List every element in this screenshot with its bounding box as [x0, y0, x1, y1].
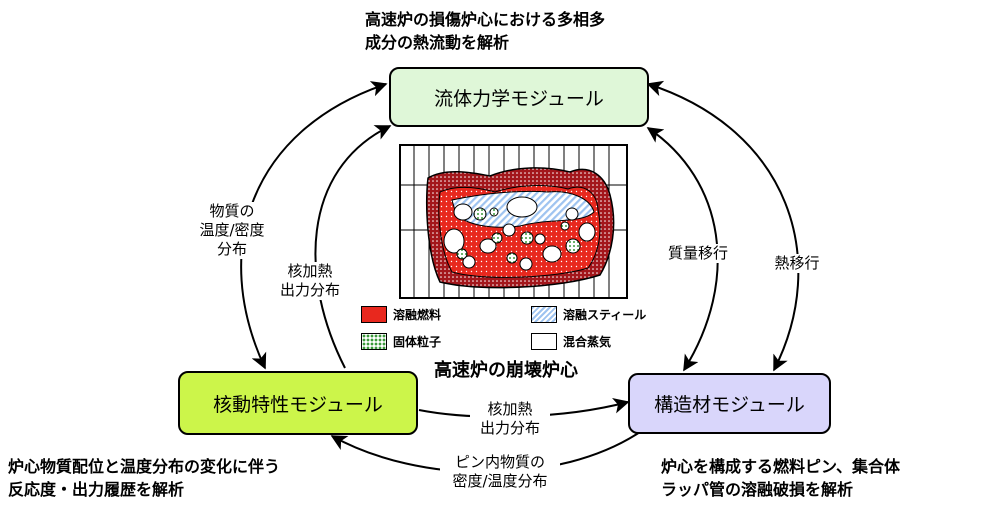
- legend-mixed-vapor-label: 混合蒸気: [563, 335, 612, 349]
- core-caption: 高速炉の崩壊炉心: [434, 360, 578, 381]
- mixed-vapor-swatch: [531, 333, 557, 350]
- label-material-line-2: 温度/密度: [199, 221, 265, 239]
- kinetics-module-label: 核動特性モジュール: [213, 393, 383, 416]
- label-pin-material: ピン内物質の 密度/温度分布: [440, 453, 560, 491]
- label-heat-transfer: 熱移行: [762, 254, 832, 273]
- arrow-fluid-structure-outer: [646, 80, 800, 372]
- label-heat-transfer-text: 熱移行: [774, 254, 820, 272]
- legend-solid-particles: 固体粒子: [361, 333, 441, 350]
- legend-molten-steel-label: 溶融スティール: [563, 308, 647, 322]
- structure-description-line-1: 炉心を構成する燃料ピン、集合体: [661, 457, 901, 476]
- molten-steel-swatch: [531, 306, 557, 323]
- label-pin-line-2: 密度/温度分布: [452, 472, 548, 490]
- kinetics-module: 核動特性モジュール: [178, 371, 418, 435]
- arrow-kinetics-to-fluid: [314, 125, 392, 369]
- legend-molten-steel: 溶融スティール: [531, 306, 646, 323]
- label-material-line-1: 物質の: [209, 202, 255, 220]
- label-heat-bottom-line-2: 出力分布: [479, 419, 540, 437]
- legend-molten-fuel: 溶融燃料: [361, 306, 441, 323]
- molten-fuel-swatch: [361, 306, 387, 323]
- fluid-description-line-2: 成分の熱流動を解析: [365, 33, 510, 52]
- legend-solid-particles-label: 固体粒子: [393, 335, 442, 349]
- label-nuclear-heat-bottom: 核加熱 出力分布: [470, 400, 550, 438]
- fluid-dynamics-module-label: 流体力学モジュール: [434, 87, 604, 110]
- label-mass-transfer: 質量移行: [658, 244, 738, 263]
- structure-description: 炉心を構成する燃料ピン、集合体 ラッパ管の溶融破損を解析: [661, 455, 900, 501]
- structure-description-line-2: ラッパ管の溶融破損を解析: [661, 480, 854, 499]
- kinetics-description-line-2: 反応度・出力履歴を解析: [8, 480, 185, 499]
- label-material-line-3: 分布: [216, 240, 247, 258]
- fluid-description-line-1: 高速炉の損傷炉心における多相多: [365, 10, 606, 29]
- arrow-fluid-to-kinetics: [240, 81, 388, 370]
- structure-module: 構造材モジュール: [628, 373, 831, 434]
- label-nuclear-heat-left: 核加熱 出力分布: [270, 262, 350, 300]
- fluid-description: 高速炉の損傷炉心における多相多 成分の熱流動を解析: [365, 8, 605, 54]
- label-mass-transfer-text: 質量移行: [667, 244, 728, 262]
- core-illustration: [399, 144, 628, 299]
- label-material-temp-density: 物質の 温度/密度 分布: [192, 202, 272, 259]
- legend-mixed-vapor: 混合蒸気: [531, 333, 611, 350]
- kinetics-description-line-1: 炉心物質配位と温度分布の変化に伴う: [8, 457, 281, 476]
- label-heat-left-line-1: 核加熱: [287, 262, 333, 280]
- label-pin-line-1: ピン内物質の: [454, 453, 545, 471]
- structure-module-label: 構造材モジュール: [654, 394, 805, 416]
- solid-particles-swatch: [361, 333, 387, 350]
- label-heat-bottom-line-1: 核加熱: [487, 400, 533, 418]
- label-heat-left-line-2: 出力分布: [279, 281, 340, 299]
- legend-molten-fuel-label: 溶融燃料: [393, 308, 442, 322]
- kinetics-description: 炉心物質配位と温度分布の変化に伴う 反応度・出力履歴を解析: [8, 455, 280, 501]
- fluid-dynamics-module: 流体力学モジュール: [389, 67, 649, 127]
